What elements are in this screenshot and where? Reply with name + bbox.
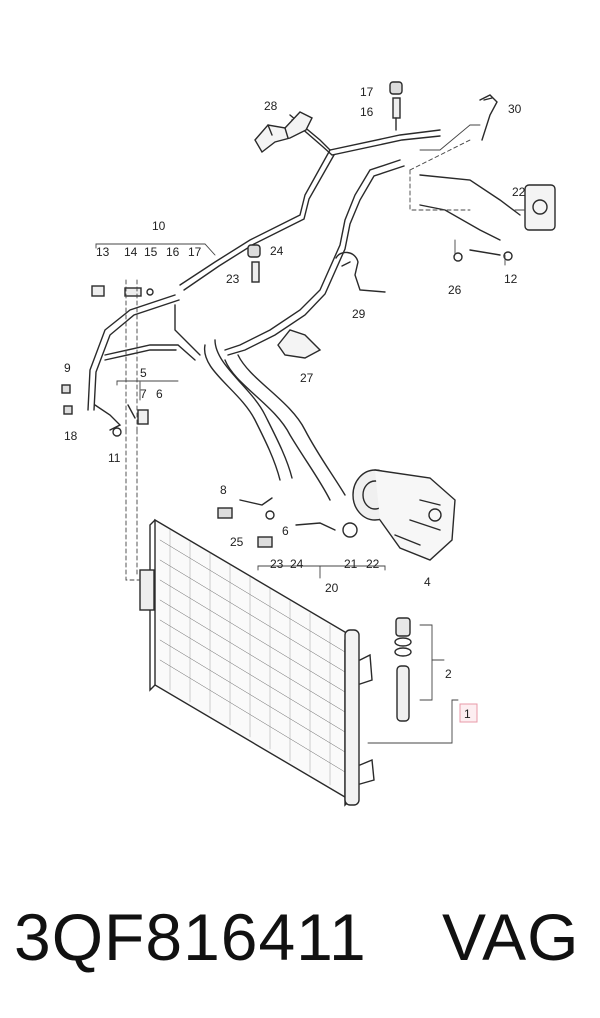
label-23-b: 23 xyxy=(226,272,240,286)
label-28: 28 xyxy=(264,99,278,113)
dryer-part-2 xyxy=(394,617,412,722)
label-23: 23 xyxy=(270,557,284,571)
label-6: 6 xyxy=(156,387,163,401)
part-number-caption: 3QF816411 xyxy=(14,900,367,974)
leader-lines xyxy=(95,124,526,744)
brand-caption: VAG xyxy=(442,900,580,974)
valve-part-24 xyxy=(247,244,261,258)
fitting-parts-8-6-25 xyxy=(217,497,358,548)
highlight-box-part-1 xyxy=(459,703,478,723)
label-16-b: 16 xyxy=(360,105,374,119)
suction-hose xyxy=(204,159,405,501)
label-10: 10 xyxy=(152,219,166,233)
cap-part-17 xyxy=(389,81,403,95)
label-21: 21 xyxy=(344,557,358,571)
label-20: 20 xyxy=(325,581,339,595)
label-26: 26 xyxy=(448,283,462,297)
label-9: 9 xyxy=(64,361,71,375)
label-25: 25 xyxy=(230,535,244,549)
fitting-parts-9-18 xyxy=(61,384,149,437)
pipe-right-bracket xyxy=(419,174,556,262)
label-24: 24 xyxy=(290,557,304,571)
label-18: 18 xyxy=(64,429,78,443)
label-14: 14 xyxy=(124,245,138,259)
label-24-b: 24 xyxy=(270,244,284,258)
label-4: 4 xyxy=(424,575,431,589)
valve-part-23 xyxy=(251,261,260,283)
label-2: 2 xyxy=(445,667,452,681)
valve-part-16 xyxy=(392,97,401,131)
label-11: 11 xyxy=(108,451,121,465)
clip-part-30 xyxy=(479,94,498,141)
liquid-line-left xyxy=(87,294,201,411)
label-27: 27 xyxy=(300,371,314,385)
upper-refrigerant-line xyxy=(179,114,441,291)
bracket-part-28 xyxy=(254,111,313,154)
label-29: 29 xyxy=(352,307,366,321)
bracket-part-29 xyxy=(335,251,386,293)
label-12: 12 xyxy=(504,272,518,286)
compressor-part-4 xyxy=(352,469,456,561)
label-8: 8 xyxy=(220,483,227,497)
label-13: 13 xyxy=(96,245,110,259)
label-5: 5 xyxy=(140,366,147,380)
label-6-b: 6 xyxy=(282,524,289,538)
label-15: 15 xyxy=(144,245,158,259)
label-22: 22 xyxy=(366,557,380,571)
label-1: 1 xyxy=(464,707,471,721)
fitting-parts-13-15 xyxy=(91,285,154,297)
label-17-b: 17 xyxy=(360,85,374,99)
bracket-part-27 xyxy=(277,329,322,359)
label-30: 30 xyxy=(508,102,522,116)
ac-parts-diagram: 1 2 4 5 6 7 6 8 9 10 11 12 13 14 15 16 1… xyxy=(61,81,556,807)
label-17: 17 xyxy=(188,245,202,259)
label-7: 7 xyxy=(140,387,147,401)
label-16: 16 xyxy=(166,245,180,259)
condenser-part-1 xyxy=(139,518,375,807)
label-22-b: 22 xyxy=(512,185,526,199)
